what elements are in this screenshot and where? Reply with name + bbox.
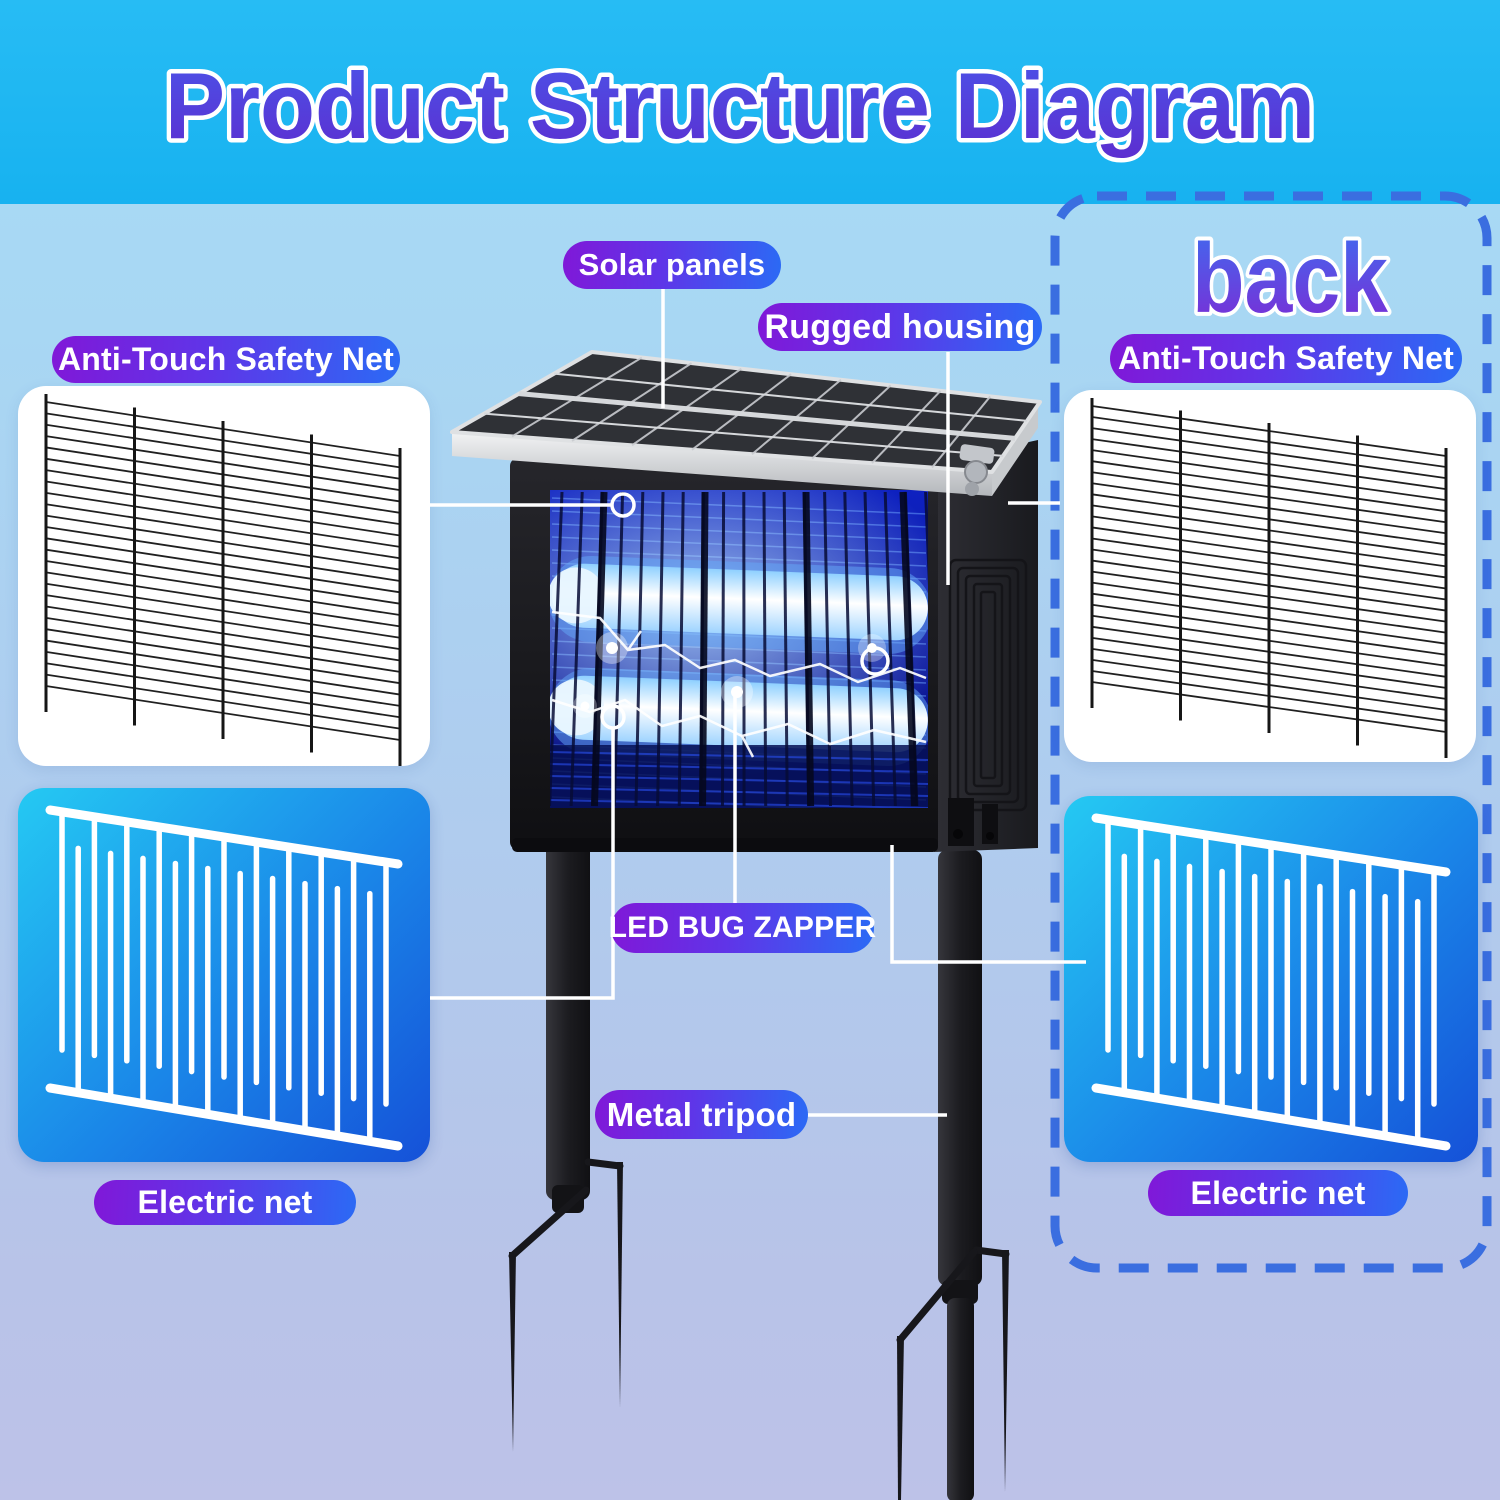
electric-net-panel-right bbox=[1064, 796, 1478, 1162]
label-metal-tripod: Metal tripod bbox=[595, 1090, 808, 1139]
label-solar-panels: Solar panels bbox=[563, 241, 781, 289]
label-anti-touch-safety-net-left: Anti-Touch Safety Net bbox=[52, 336, 400, 383]
page-title-svg: Product Structure Diagram bbox=[161, 49, 1320, 163]
electric-net-graphic bbox=[45, 805, 403, 1151]
electric-net-graphic bbox=[1091, 813, 1451, 1151]
label-electric-net-left: Electric net bbox=[94, 1180, 356, 1225]
metal-tripod-legs bbox=[546, 838, 982, 1500]
callout-marker-circle bbox=[610, 492, 636, 518]
wire-grid-graphic bbox=[44, 394, 402, 766]
wire-grid-graphic bbox=[1090, 398, 1448, 758]
callout-line-electric-net-left bbox=[430, 728, 615, 1000]
label-anti-touch-safety-net-right: Anti-Touch Safety Net bbox=[1110, 334, 1462, 383]
label-led-bug-zapper: LED BUG ZAPPER bbox=[609, 903, 876, 953]
housing-groove-pattern bbox=[948, 558, 1028, 812]
back-section-title: back bbox=[1192, 223, 1388, 333]
mounting-clasp bbox=[959, 444, 995, 496]
callout-line-electric-net-right bbox=[890, 845, 1086, 964]
anti-touch-net-panel-right bbox=[1064, 390, 1476, 762]
callout-marker-circle bbox=[860, 646, 890, 676]
label-electric-net-right: Electric net bbox=[1148, 1170, 1408, 1216]
anti-touch-net-panel-left bbox=[18, 386, 430, 766]
title-banner bbox=[0, 0, 1500, 204]
ground-stakes bbox=[508, 1158, 1010, 1500]
back-label-svg: back bbox=[1188, 219, 1392, 337]
label-rugged-housing: Rugged housing bbox=[758, 303, 1042, 351]
electric-net-panel-left bbox=[18, 788, 430, 1162]
page-title: Product Structure Diagram bbox=[165, 53, 1315, 158]
callout-marker-circle bbox=[600, 704, 626, 730]
